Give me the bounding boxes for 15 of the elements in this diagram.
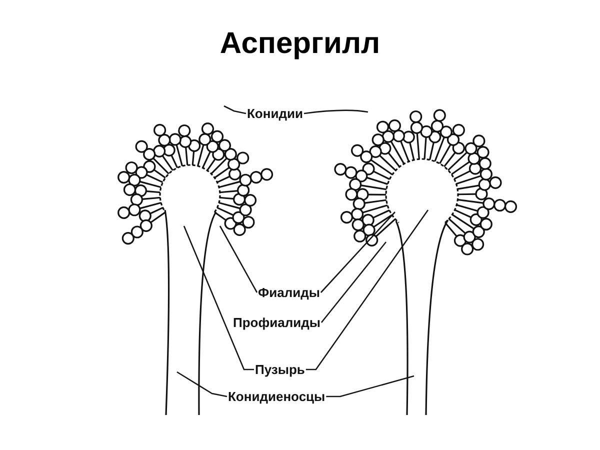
leader-line [176,371,228,398]
leader-line [326,375,414,398]
leader-line [320,242,386,323]
part-label: Конидии [247,106,303,121]
leader-line [183,226,254,370]
leader-line [320,212,396,293]
leader-line [219,226,258,293]
title: Аспергилл [218,26,382,62]
part-label: Профиалиды [233,315,320,330]
leader-line [224,105,246,114]
leader-line [304,110,368,114]
part-label: Пузырь [255,362,305,377]
part-label: Фиалиды [258,285,320,300]
leader-line [306,210,429,370]
part-label: Конидиеносцы [228,389,326,404]
